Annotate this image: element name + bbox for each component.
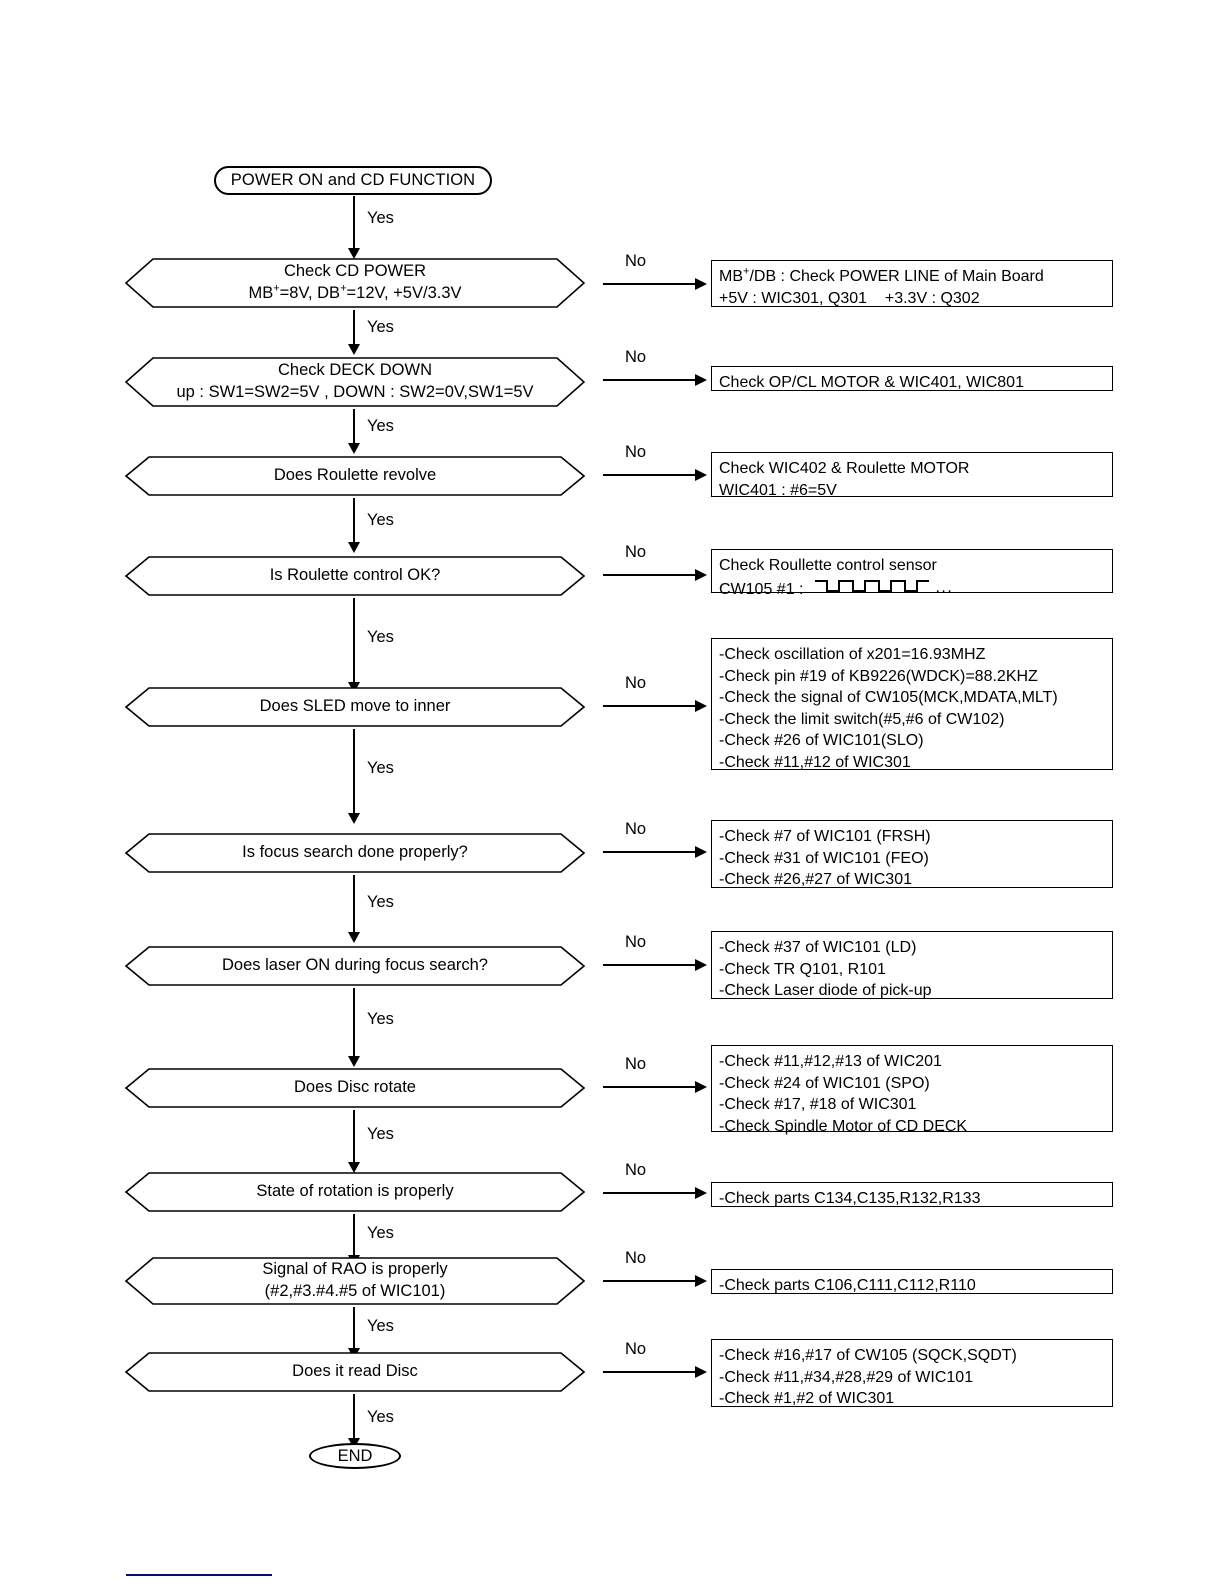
yes-label: Yes [367,1317,394,1335]
action-box-sled-move-inner: -Check oscillation of x201=16.93MHZ -Che… [711,638,1113,771]
action-line: WIC401 : #6=5V [719,481,837,499]
yes-label: Yes [367,893,394,911]
decision-check-deck-down: Check DECK DOWN up : SW1=SW2=5V , DOWN :… [125,357,585,407]
action-line: -Check #17, #18 of WIC301 [719,1096,917,1114]
action-line: -Check #26 of WIC101(SLO) [719,732,924,750]
action-box-roulette-revolve: Check WIC402 & Roulette MOTOR WIC401 : #… [711,452,1113,499]
action-box-check-deck-down: Check OP/CL MOTOR & WIC401, WIC801 [711,366,1113,391]
decision-disc-rotate: Does Disc rotate [125,1068,585,1108]
yes-label: Yes [367,628,394,646]
decision-roulette-control: Is Roulette control OK? [125,556,585,596]
no-label: No [625,674,647,692]
decision-laser-on: Does laser ON during focus search? [125,946,585,986]
action-line: +5V : WIC301, Q301 +3.3V : Q302 [719,289,980,307]
waveform-prefix-label: CW105 #1 : [719,580,804,598]
action-box-laser-on: -Check #37 of WIC101 (LD) -Check TR Q101… [711,931,1113,999]
yes-label: Yes [367,209,394,227]
decision-roulette-revolve: Does Roulette revolve [125,456,585,496]
square-wave-icon [813,577,931,600]
ellipsis-label: ... [935,578,954,596]
action-line: Check Roullette control sensor [719,557,937,574]
footer-rule [126,1574,272,1577]
end-terminator: END [309,1443,401,1469]
action-box-read-disc: -Check #16,#17 of CW105 (SQCK,SQDT) -Che… [711,1339,1113,1407]
yes-label: Yes [367,1010,394,1028]
yes-label: Yes [367,417,394,435]
end-terminator-label: END [337,1446,373,1465]
action-line: -Check TR Q101, R101 [719,960,886,978]
yes-label: Yes [367,759,394,777]
action-line: -Check Spindle Motor of CD DECK [719,1117,968,1135]
no-label: No [625,1161,647,1179]
start-terminator: POWER ON and CD FUNCTION [214,166,492,195]
action-line: -Check #1,#2 of WIC301 [719,1390,895,1408]
action-line: -Check the limit switch(#5,#6 of CW102) [719,710,1005,728]
action-line: -Check #16,#17 of CW105 (SQCK,SQDT) [719,1347,1017,1364]
no-label: No [625,252,647,270]
action-line: Check OP/CL MOTOR & WIC401, WIC801 [719,374,1024,391]
action-line: -Check #11,#34,#28,#29 of WIC101 [719,1368,974,1386]
action-line-with-waveform: CW105 #1 : ... [719,577,1105,603]
action-box-disc-rotate: -Check #11,#12,#13 of WIC201 -Check #24 … [711,1045,1113,1135]
start-terminator-label: POWER ON and CD FUNCTION [230,171,476,189]
action-line: -Check #7 of WIC101 (FRSH) [719,828,931,845]
action-line: MB+/DB : Check POWER LINE of Main Board [719,265,1044,285]
yes-label: Yes [367,511,394,529]
yes-label: Yes [367,1224,394,1242]
action-box-signal-rao: -Check parts C106,C111,C112,R110 [711,1269,1113,1294]
no-label: No [625,1055,647,1073]
action-line: -Check #11,#12,#13 of WIC201 [719,1053,942,1070]
yes-label: Yes [367,318,394,336]
action-line: -Check parts C134,C135,R132,R133 [719,1190,981,1207]
action-line: -Check #24 of WIC101 (SPO) [719,1074,930,1092]
yes-label: Yes [367,1125,394,1143]
action-box-roulette-control: Check Roullette control sensor CW105 #1 … [711,549,1113,598]
action-line: -Check #26,#27 of WIC301 [719,871,912,889]
decision-focus-search: Is focus search done properly? [125,833,585,873]
action-box-focus-search: -Check #7 of WIC101 (FRSH) -Check #31 of… [711,820,1113,888]
action-line: -Check Laser diode of pick-up [719,982,932,1000]
no-label: No [625,1340,647,1358]
decision-state-of-rotation: State of rotation is properly [125,1172,585,1212]
decision-check-cd-power: Check CD POWER MB+=8V, DB+=12V, +5V/3.3V [125,258,585,308]
no-label: No [625,933,647,951]
decision-sled-move-inner: Does SLED move to inner [125,687,585,727]
action-line: -Check parts C106,C111,C112,R110 [719,1277,976,1294]
no-label: No [625,820,647,838]
action-line: -Check oscillation of x201=16.93MHZ [719,646,986,663]
yes-label: Yes [367,1408,394,1426]
no-label: No [625,543,647,561]
action-box-state-of-rotation: -Check parts C134,C135,R132,R133 [711,1182,1113,1207]
action-line: -Check #37 of WIC101 (LD) [719,939,917,956]
no-label: No [625,443,647,461]
no-label: No [625,348,647,366]
action-line: -Check #11,#12 of WIC301 [719,753,911,771]
no-label: No [625,1249,647,1267]
decision-signal-rao: Signal of RAO is properly (#2,#3.#4.#5 o… [125,1257,585,1305]
action-line: -Check pin #19 of KB9226(WDCK)=88.2KHZ [719,667,1038,685]
action-line: -Check the signal of CW105(MCK,MDATA,MLT… [719,689,1058,707]
action-box-check-cd-power: MB+/DB : Check POWER LINE of Main Board … [711,260,1113,307]
action-line: -Check #31 of WIC101 (FEO) [719,849,929,867]
action-line: Check WIC402 & Roulette MOTOR [719,460,970,477]
decision-read-disc: Does it read Disc [125,1352,585,1392]
